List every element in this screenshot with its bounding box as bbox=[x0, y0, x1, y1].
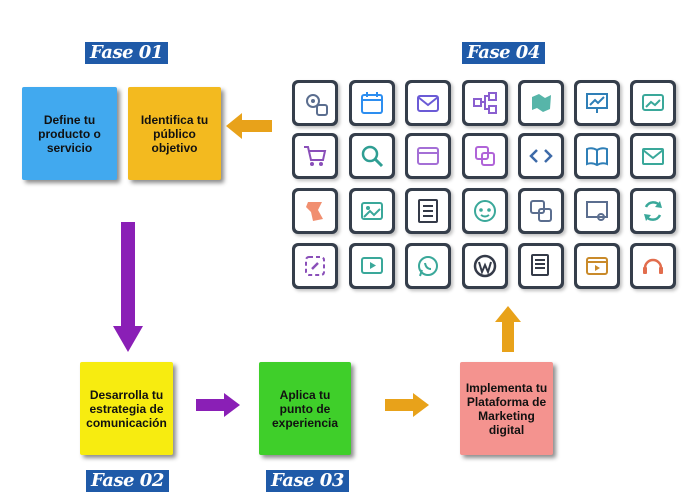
fork-app-icon-face bbox=[295, 191, 335, 231]
arrow-right-to-fase03 bbox=[196, 393, 240, 417]
communication-strategy-box: Desarrolla tu estrategia de comunicación bbox=[80, 362, 173, 455]
phase-03-label: Fase 03 bbox=[266, 470, 349, 492]
presentation-icon-face bbox=[577, 83, 617, 123]
wordpress-icon bbox=[462, 243, 508, 289]
workflow-icon-face bbox=[465, 83, 505, 123]
video-player-icon bbox=[349, 243, 395, 289]
certificate-icon-face bbox=[577, 191, 617, 231]
phase-02-label: Fase 02 bbox=[86, 470, 169, 492]
open-book-icon-face bbox=[577, 136, 617, 176]
message-image-icon-face bbox=[521, 191, 561, 231]
presentation-icon bbox=[574, 80, 620, 126]
refresh-cycle-icon bbox=[630, 188, 676, 234]
workflow-icon bbox=[462, 80, 508, 126]
arrow-down-to-fase02 bbox=[113, 222, 143, 352]
identify-audience-text: Identifica tu público objetivo bbox=[140, 112, 209, 155]
chatbot-icon bbox=[462, 188, 508, 234]
code-icon-face bbox=[521, 136, 561, 176]
checklist-icon bbox=[405, 188, 451, 234]
define-product-box: Define tu producto o servicio bbox=[22, 87, 117, 180]
support-headset-icon bbox=[630, 243, 676, 289]
video-window-icon-face bbox=[577, 246, 617, 286]
copy-pages-icon-face bbox=[465, 136, 505, 176]
email-inbox-icon-face bbox=[408, 83, 448, 123]
mail-icon bbox=[630, 133, 676, 179]
link-icon bbox=[292, 243, 338, 289]
shopping-cart-icon bbox=[292, 133, 338, 179]
map-icon-face bbox=[521, 83, 561, 123]
experience-point-box: Aplica tu punto de experiencia bbox=[259, 362, 351, 455]
whatsapp-icon-face bbox=[408, 246, 448, 286]
search-icon-face bbox=[352, 136, 392, 176]
communication-strategy-text: Desarrolla tu estrategia de comunicación bbox=[86, 387, 167, 430]
arrow-left-to-fase01 bbox=[226, 113, 272, 139]
copy-pages-icon bbox=[462, 133, 508, 179]
shopping-cart-icon-face bbox=[295, 136, 335, 176]
browser-window-icon bbox=[405, 133, 451, 179]
documents-icon bbox=[518, 243, 564, 289]
calendar-icon-face bbox=[352, 83, 392, 123]
code-icon bbox=[518, 133, 564, 179]
mail-icon-face bbox=[633, 136, 673, 176]
arrow-right-to-implementa bbox=[385, 393, 429, 417]
map-icon bbox=[518, 80, 564, 126]
checklist-icon-face bbox=[408, 191, 448, 231]
settings-app-icon-face bbox=[295, 83, 335, 123]
message-image-icon bbox=[518, 188, 564, 234]
phase-01-label: Fase 01 bbox=[85, 42, 168, 64]
wordpress-icon-face bbox=[465, 246, 505, 286]
calendar-icon bbox=[349, 80, 395, 126]
documents-icon-face bbox=[521, 246, 561, 286]
fork-app-icon bbox=[292, 188, 338, 234]
arrow-up-to-fase04 bbox=[495, 306, 521, 352]
define-product-text: Define tu producto o servicio bbox=[38, 112, 101, 155]
experience-point-text: Aplica tu punto de experiencia bbox=[271, 387, 339, 430]
email-inbox-icon bbox=[405, 80, 451, 126]
whatsapp-icon bbox=[405, 243, 451, 289]
marketing-platform-box: Implementa tu Plataforma de Marketing di… bbox=[460, 362, 553, 455]
identify-audience-box: Identifica tu público objetivo bbox=[128, 87, 221, 180]
certificate-icon bbox=[574, 188, 620, 234]
tools-icon-grid bbox=[292, 80, 692, 300]
marketing-platform-text: Implementa tu Plataforma de Marketing di… bbox=[465, 380, 548, 437]
refresh-cycle-icon-face bbox=[633, 191, 673, 231]
support-headset-icon-face bbox=[633, 246, 673, 286]
image-chat-icon-face bbox=[633, 83, 673, 123]
search-icon bbox=[349, 133, 395, 179]
image-gallery-icon bbox=[349, 188, 395, 234]
image-gallery-icon-face bbox=[352, 191, 392, 231]
video-player-icon-face bbox=[352, 246, 392, 286]
chatbot-icon-face bbox=[465, 191, 505, 231]
settings-app-icon bbox=[292, 80, 338, 126]
browser-window-icon-face bbox=[408, 136, 448, 176]
image-chat-icon bbox=[630, 80, 676, 126]
open-book-icon bbox=[574, 133, 620, 179]
video-window-icon bbox=[574, 243, 620, 289]
link-icon-face bbox=[295, 246, 335, 286]
phase-04-label: Fase 04 bbox=[462, 42, 545, 64]
